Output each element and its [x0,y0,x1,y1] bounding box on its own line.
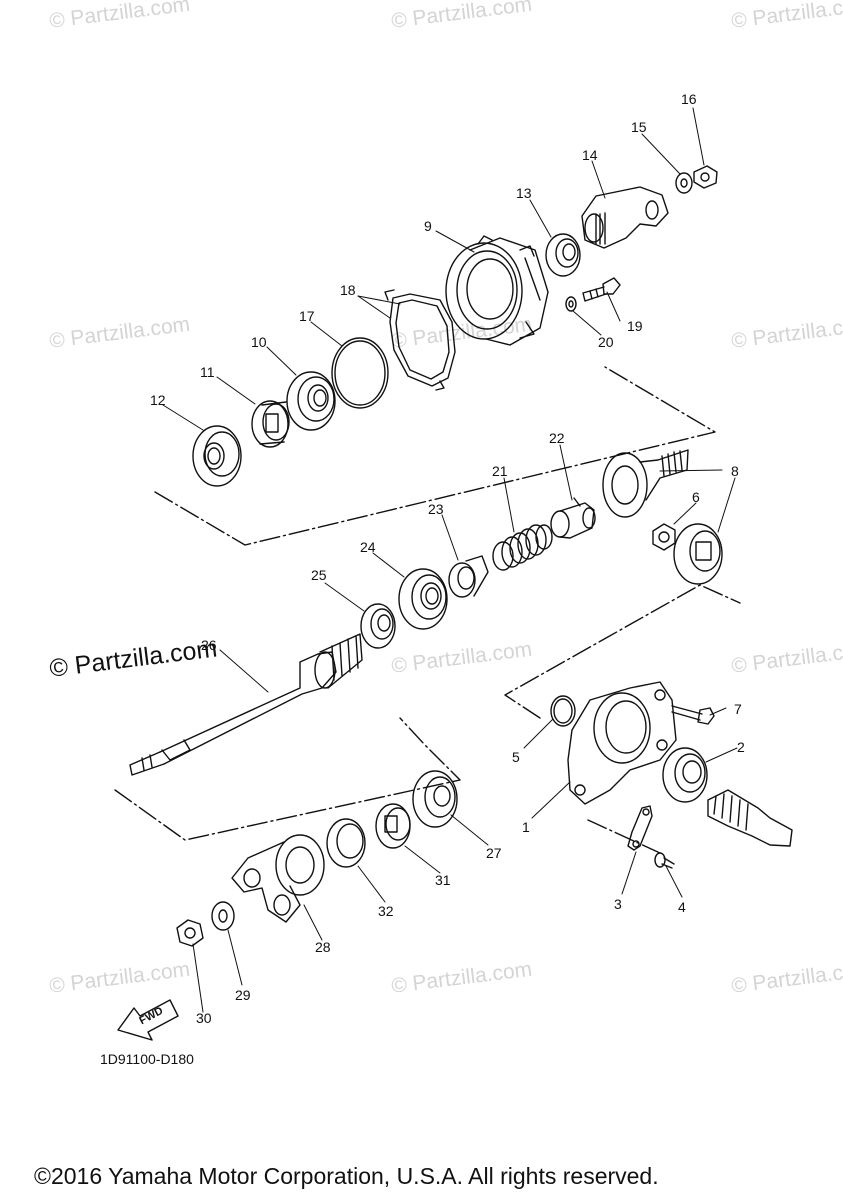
callout-20[interactable]: 20 [598,334,614,350]
callout-19[interactable]: 19 [627,318,643,334]
upper-group-frame [114,366,741,854]
callout-21[interactable]: 21 [492,463,508,479]
part-3-plate [627,805,653,851]
part-16-nut [693,165,718,189]
part-4-screw [654,852,675,869]
callout-1[interactable]: 1 [522,819,530,835]
callout-14[interactable]: 14 [582,147,598,163]
part-13-seal [545,233,581,277]
part-28-yoke [231,834,325,923]
callout-16[interactable]: 16 [681,91,697,107]
part-10-bearing [286,371,336,431]
callout-28[interactable]: 28 [315,939,331,955]
callout-4[interactable]: 4 [678,899,686,915]
part-29-washer [211,901,235,931]
callout-15[interactable]: 15 [631,119,647,135]
part-30-nut [176,919,204,947]
callout-32[interactable]: 32 [378,903,394,919]
part-14-yoke [581,186,669,249]
part-26-shaft [129,633,363,776]
part-2-bearing [662,747,708,803]
part-5-o-ring [550,695,576,727]
part-15-washer [675,172,693,194]
fwd-arrow-icon [117,999,179,1041]
callout-5[interactable]: 5 [512,749,520,765]
part-24-bearing [398,568,448,630]
callout-24[interactable]: 24 [360,539,376,555]
callout-31[interactable]: 31 [435,872,451,888]
callout-12[interactable]: 12 [150,392,166,408]
part-21-spring [492,524,553,571]
part-1-case [567,681,677,805]
copyright-footer: ©2016 Yamaha Motor Corporation, U.S.A. A… [34,1163,659,1189]
part-17-o-ring [331,337,389,409]
callout-26[interactable]: 26 [201,637,217,653]
callout-10[interactable]: 10 [251,334,267,350]
drive-coupler [707,789,793,847]
callout-29[interactable]: 29 [235,987,251,1003]
callout-7[interactable]: 7 [734,701,742,717]
callout-11[interactable]: 11 [200,364,215,380]
callout-23[interactable]: 23 [428,501,444,517]
callout-13[interactable]: 13 [516,185,532,201]
part-11-ring-nut [251,400,290,448]
callout-8[interactable]: 8 [731,463,739,479]
diagram-code: 1D91100-D180 [100,1051,194,1067]
part-27-bearing [412,770,458,828]
callout-25[interactable]: 25 [311,567,327,583]
leader-lines [162,107,738,1013]
part-8-gear-b [673,523,723,585]
part-19-bolt [582,277,621,302]
callout-18[interactable]: 18 [340,282,356,298]
part-12-bearing [192,425,242,487]
callout-17[interactable]: 17 [299,308,315,324]
callout-2[interactable]: 2 [737,739,745,755]
part-6-nut [652,523,676,551]
part-7-bolt [671,705,715,725]
callout-27[interactable]: 27 [486,845,502,861]
callout-30[interactable]: 30 [196,1010,212,1026]
part-31-ring-nut [375,803,411,849]
part-22-sleeve [550,497,596,539]
part-9-housing [445,235,549,346]
part-18-plate [384,289,456,391]
callout-3[interactable]: 3 [614,896,622,912]
callout-6[interactable]: 6 [692,489,700,505]
part-32-seal [326,818,366,868]
part-23-collar [448,555,489,598]
part-8-gear [602,449,689,518]
part-20-washer [565,296,577,312]
callout-22[interactable]: 22 [549,430,565,446]
callout-9[interactable]: 9 [424,218,432,234]
part-25-seal [360,603,396,649]
